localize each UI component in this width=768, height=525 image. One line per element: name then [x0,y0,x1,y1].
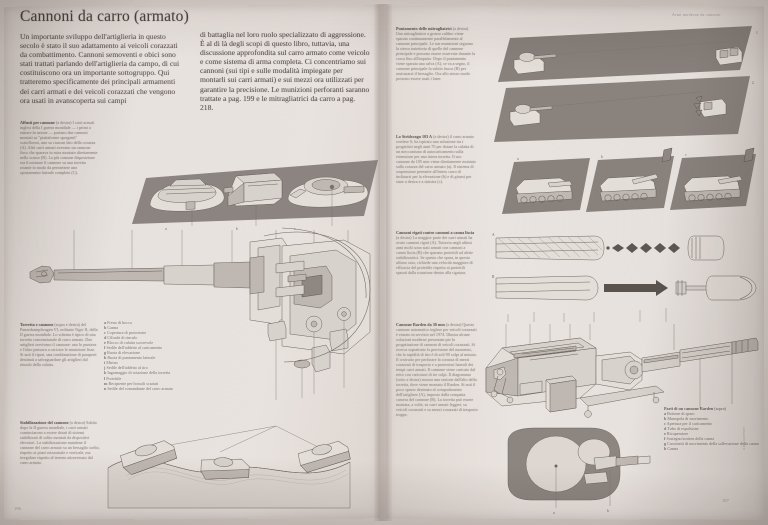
mg-panel-2 [494,76,750,142]
turret-parts-legend: a Freno di bocca b Canna c Copertura di … [104,320,208,391]
turret-section-label-a: a [553,511,555,515]
caption-affusti-per-cannone: Affusti per cannone (a destra) I carri a… [20,120,98,175]
caption-rigati-contro-lisci: Cannoni rigati contro cannoni a canna li… [396,230,476,275]
mg-panel-number-1: 1 [756,31,758,35]
body-column-2: di battaglia nel loro ruolo specializzat… [200,30,370,112]
page-title: Cannoni da carro (armato) [20,8,189,25]
folio-right: 197 [722,498,729,503]
barrel-label-b: B [492,275,495,279]
illustration-mg-ranging: 1 2 [494,22,762,144]
legend-key: h [664,446,667,452]
legend-key: n [104,385,107,391]
caption-text: Questo cannone automatico inglese per ve… [396,322,478,417]
body-column-1: Un importante sviluppo dell'artiglieria … [20,32,180,105]
stv-panel-c: c [670,147,756,210]
mg-panel-number-2: 2 [752,81,754,85]
caption-torretta-e-cannone: Torretta e cannone (sopra e destra) del … [20,322,98,367]
running-header: Armi moderne da cannoni [672,13,721,17]
legend-item: n Sedile del comandante del carro armato [104,386,208,391]
illustration-gun-stabilisation [106,424,352,510]
legend-label: Canna [667,446,678,452]
caption-text: Una mitragliatrice a grosso calibro vien… [396,31,476,81]
folio-left: 196 [14,506,21,511]
caption-stabilizzazione-del-cannone: Stabilizzazione del cannone (a destra) S… [20,420,100,465]
illustration-gun-mountings: a b c [132,140,378,232]
illustration-stridsvagn-panels: a b [500,147,756,222]
stv-label-b: b [601,155,603,159]
caption-cannone-rarden: Cannone Rarden da 30 mm (a destra) Quest… [396,322,478,417]
turret-section-label-b: b [607,509,609,513]
caption-text: Subito dopo la II guerra mondiale, i car… [20,420,100,465]
barrel-label-a: A [492,233,495,237]
stv-label-c: c [685,153,687,157]
photo-credit: ARMAMENTI [742,426,746,450]
illustration-barrel-comparison: A [490,228,762,324]
caption-puntamento-mitragliatrici: Puntamento delle mitragliatrici (a destr… [396,26,476,81]
caption-text: I carri armati inglesi della I guerra mo… [20,120,98,175]
caption-text: La maggior parte dei carri armati ha avu… [396,235,473,275]
barrel-smoothbore [495,275,757,301]
barrel-rifled [495,235,725,261]
tank-stab-2 [200,457,250,480]
stv-label-a: a [517,157,519,161]
stv-panel-b: b [586,147,674,212]
caption-stridsvagn-103: Lo Stridsvagn 103 A (a destra) il carro … [396,134,476,184]
stv-panel-a: a [502,157,590,214]
mg-panel-1 [498,26,752,82]
caption-text: il carro armato svedese S, ha ispirato u… [396,134,476,184]
illustration-rarden-turret-section: a b [498,424,652,516]
caption-text: del Panzerkampfwagen VI, ordinato Tiger … [20,322,98,367]
fin-stabilised-round [675,275,757,301]
legend-label: Sedile del comandante del carro armato [107,385,174,391]
spin-trajectory [606,243,680,253]
rarden-legend-position: (sopra) [714,406,727,411]
